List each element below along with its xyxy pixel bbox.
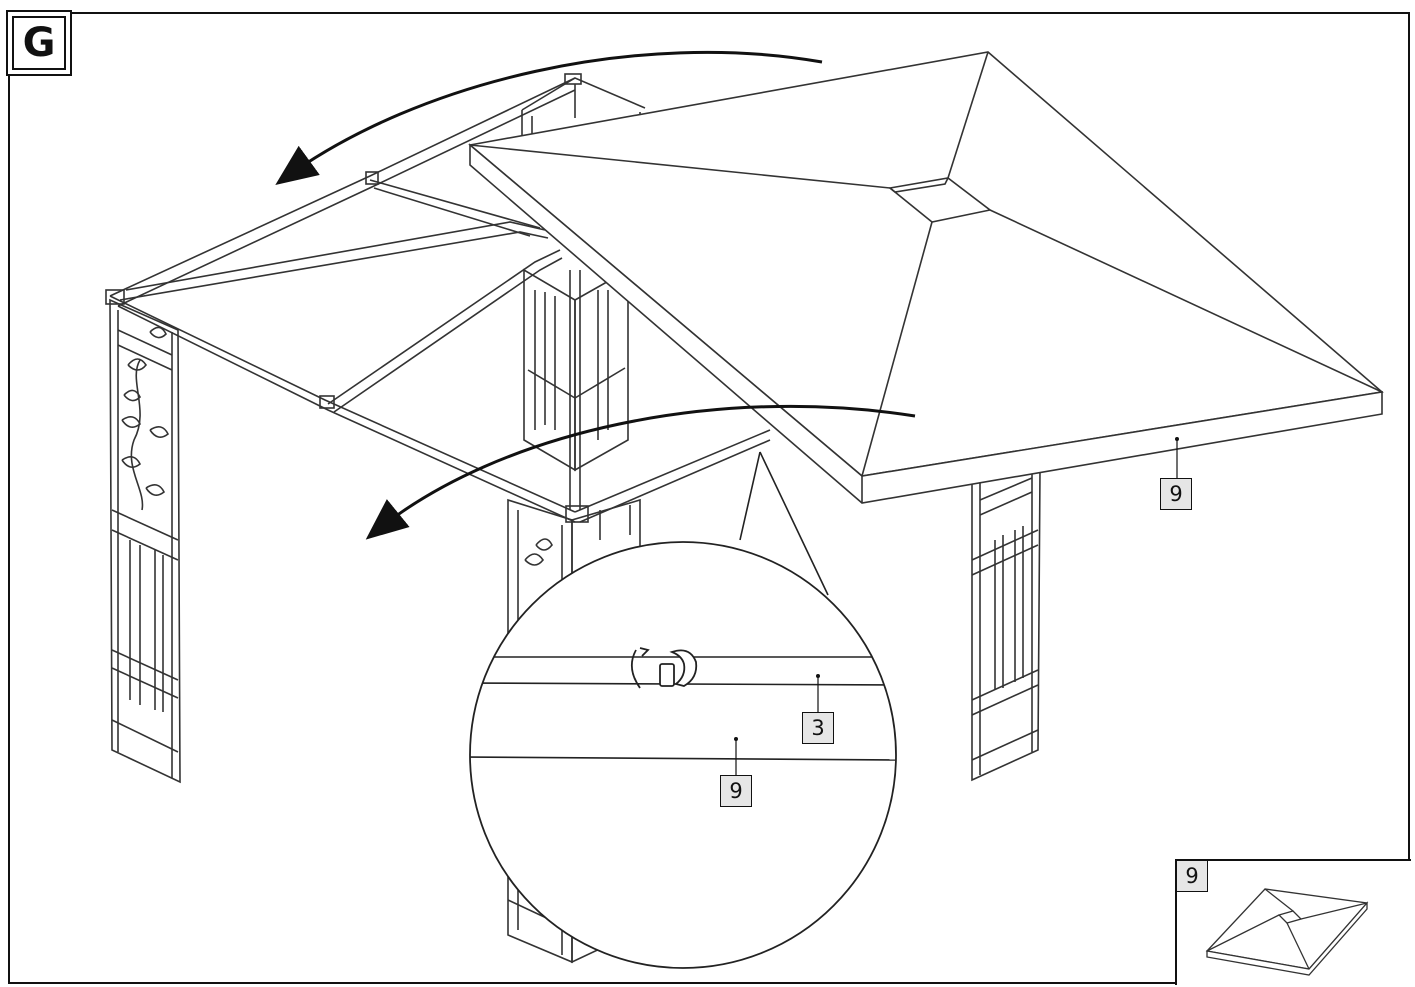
canopy-roof	[468, 51, 1384, 504]
part-inset: 9	[1175, 859, 1411, 985]
gazebo-frame	[105, 73, 1041, 964]
rotate-arrow-top	[275, 50, 823, 186]
part-label-inset: 9	[1176, 860, 1208, 892]
rotate-arrow-bottom	[365, 404, 916, 540]
step-letter: G	[12, 16, 66, 70]
diagram-frame	[8, 12, 1410, 984]
step-badge: G	[6, 10, 72, 76]
detail-magnifier	[469, 451, 897, 969]
canopy-thumbnail	[1205, 888, 1369, 976]
part-label-frame-bar: 3	[802, 712, 834, 744]
part-label-canopy: 9	[1160, 478, 1192, 510]
part-label-detail-canopy: 9	[720, 775, 752, 807]
velcro-strap-icon	[630, 647, 698, 689]
